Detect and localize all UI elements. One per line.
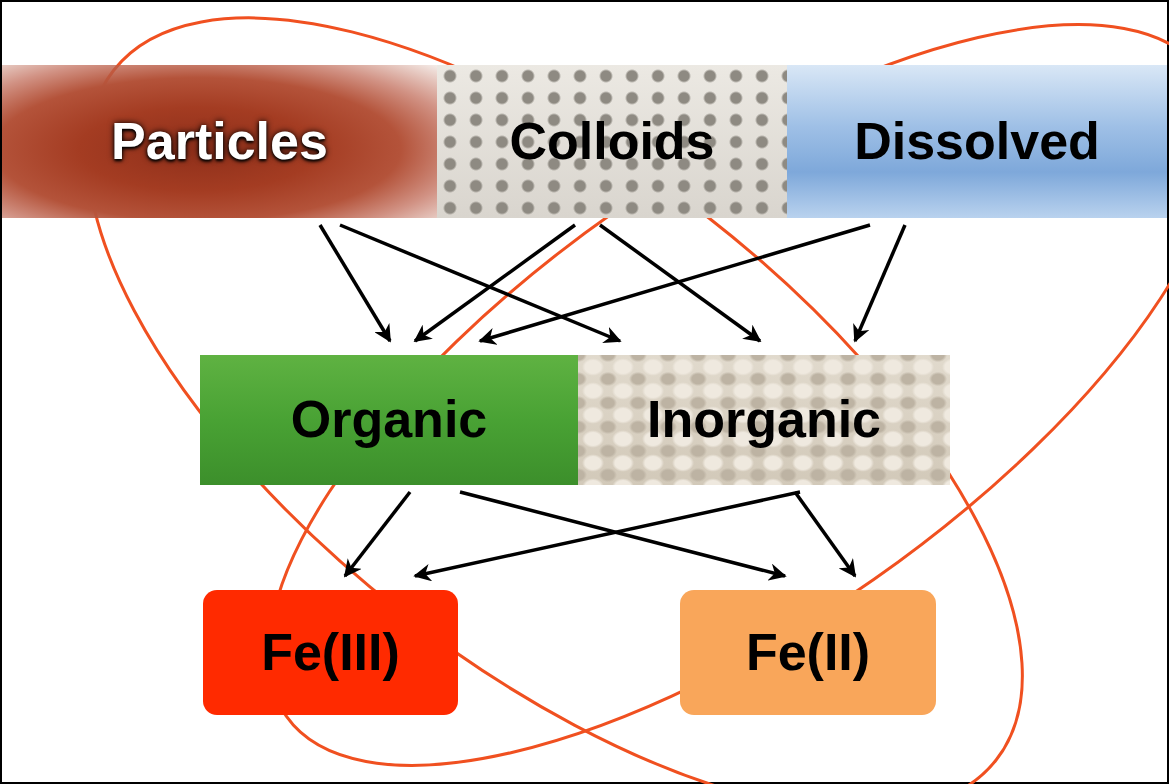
node-label: Dissolved: [854, 113, 1100, 170]
flow-arrow: [795, 492, 855, 576]
node-label: Fe(III): [261, 624, 400, 681]
node-label: Colloids: [509, 113, 714, 170]
node-label: Inorganic: [647, 391, 881, 448]
node-label: Organic: [291, 391, 488, 448]
fe3-box: Fe(III): [203, 590, 458, 715]
flow-arrow: [855, 225, 905, 341]
particles-box: Particles: [2, 65, 437, 218]
flow-arrow: [345, 492, 410, 576]
dissolved-box: Dissolved: [787, 65, 1167, 218]
flow-arrow: [415, 492, 800, 576]
flow-arrow: [415, 225, 575, 341]
colloids-box: Colloids: [437, 65, 787, 218]
inorganic-box: Inorganic: [578, 355, 950, 485]
node-label: Fe(II): [746, 624, 870, 681]
flow-arrow: [480, 225, 870, 341]
organic-box: Organic: [200, 355, 578, 485]
fe2-box: Fe(II): [680, 590, 936, 715]
flow-arrow: [340, 225, 620, 341]
node-label: Particles: [111, 113, 328, 170]
